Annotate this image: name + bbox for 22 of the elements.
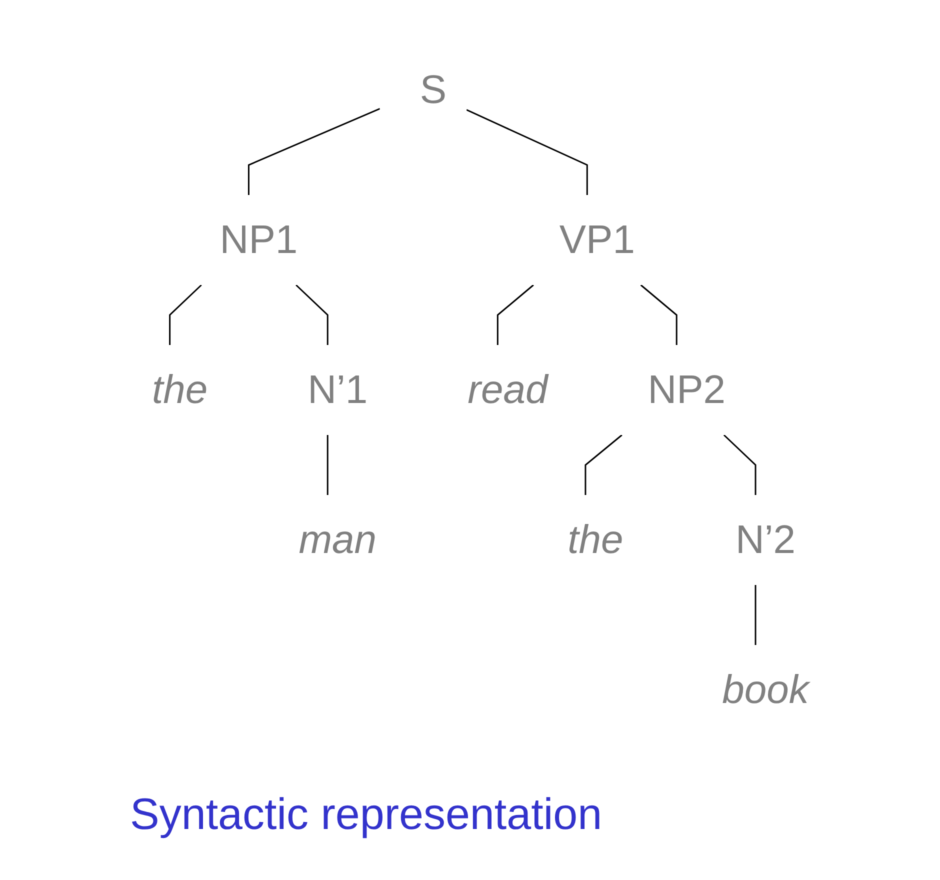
node-text: the bbox=[567, 518, 623, 562]
connector bbox=[295, 284, 328, 345]
connector bbox=[722, 434, 756, 495]
node-text: man bbox=[298, 518, 376, 562]
caption: Syntactic representation bbox=[130, 790, 602, 840]
connector bbox=[754, 585, 756, 645]
node-text: the bbox=[152, 368, 208, 412]
connector bbox=[496, 284, 534, 345]
connector bbox=[326, 435, 328, 495]
node-text: N’2 bbox=[735, 518, 796, 562]
node-text: book bbox=[722, 668, 808, 712]
node-text: VP1 bbox=[558, 218, 634, 262]
connector bbox=[640, 284, 677, 345]
node-text: read bbox=[467, 368, 548, 412]
connector bbox=[248, 108, 380, 195]
node-text: S bbox=[419, 68, 446, 112]
connector bbox=[466, 109, 588, 195]
connector bbox=[168, 284, 202, 345]
connector bbox=[584, 434, 622, 495]
node-text: NP1 bbox=[219, 218, 298, 262]
node-text: N’1 bbox=[307, 368, 368, 412]
node-text: NP2 bbox=[647, 368, 726, 412]
